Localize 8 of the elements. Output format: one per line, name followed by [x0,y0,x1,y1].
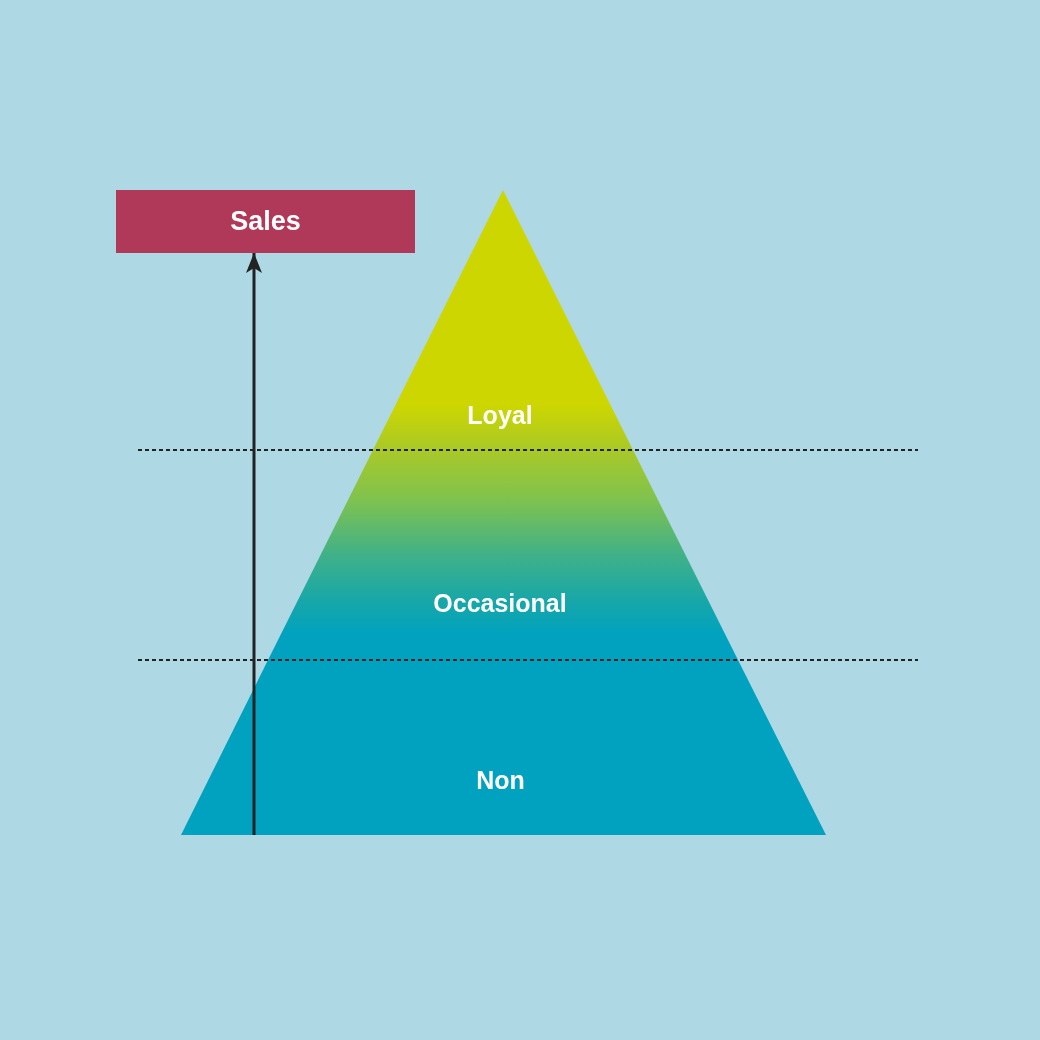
tier-label: Occasional [433,590,567,616]
pyramid-tier [268,450,738,660]
pyramid-tier [373,190,633,450]
tier-label: Non [476,767,525,793]
pyramid-tier [181,660,826,835]
tier-label: Loyal [467,402,533,428]
label-banner: Sales [116,190,415,253]
arrow [246,253,262,835]
